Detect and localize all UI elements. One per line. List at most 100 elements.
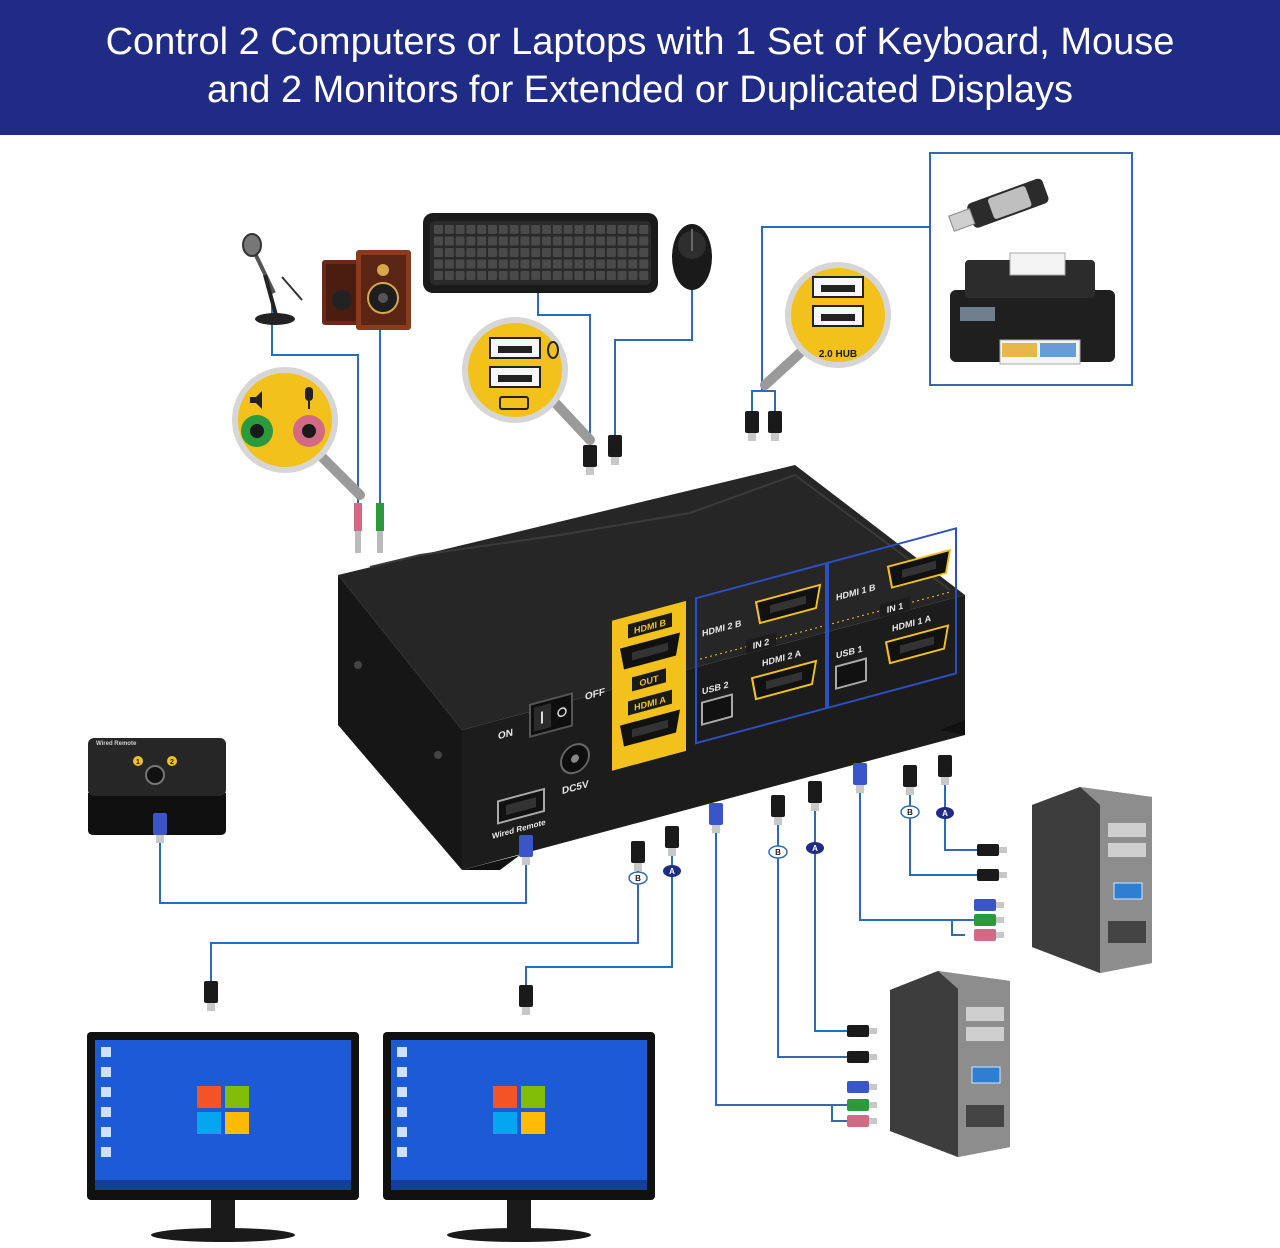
cable-plug	[709, 803, 723, 833]
keyboard-key	[639, 225, 649, 234]
usb-flash-drive-icon	[948, 178, 1049, 232]
keyboard-key	[542, 271, 551, 280]
keyboard-key	[531, 225, 541, 234]
keyboard-key	[552, 248, 562, 257]
cable-plug	[853, 763, 867, 793]
cable-plugs	[153, 411, 1007, 1127]
desktop-icon	[397, 1067, 407, 1077]
keyboard-key	[509, 271, 519, 280]
keyboard-key	[563, 225, 573, 234]
cable-plug	[847, 1025, 877, 1037]
keyboard-key	[574, 259, 584, 269]
keyboard-key	[617, 236, 627, 246]
keyboard-key	[574, 248, 584, 257]
desktop-icon	[397, 1147, 407, 1157]
desktop-icon	[397, 1107, 407, 1117]
keyboard-icon	[423, 213, 658, 293]
keyboard-key	[531, 248, 541, 257]
cable-pc2-usb	[715, 825, 850, 1106]
cable-mouse	[614, 285, 693, 453]
svg-text:B: B	[635, 874, 641, 883]
windows-logo-icon	[197, 1086, 249, 1134]
keyboard-key	[596, 236, 605, 246]
keyboard-key	[466, 248, 476, 257]
cable-plug	[153, 813, 167, 843]
monitor-right	[383, 1032, 655, 1242]
cable-plug	[974, 929, 1004, 941]
keyboard-key	[444, 248, 454, 257]
cable-pc2-hdmi-b	[777, 815, 850, 1058]
keyboard-key	[596, 271, 605, 280]
svg-text:A: A	[669, 867, 675, 876]
cable-pc1-usb	[859, 785, 975, 921]
cable-remote	[159, 835, 527, 904]
cable-pc2-hdmi-a	[814, 800, 850, 1032]
usb2-port[interactable]	[701, 693, 733, 726]
keyboard-key	[639, 236, 649, 246]
keyboard-key	[520, 259, 530, 269]
keyboard-key	[542, 236, 551, 246]
keyboard-key	[596, 248, 605, 257]
monitor-left	[87, 1032, 359, 1242]
keyboard-key	[509, 259, 519, 269]
keyboard-key	[466, 225, 476, 234]
speaker-volume-icon	[250, 391, 262, 409]
keyboard-key	[542, 225, 551, 234]
remote-switch-button[interactable]	[145, 765, 165, 785]
input-1-panel	[827, 527, 957, 710]
usb1-port[interactable]	[835, 657, 867, 690]
kvm-top-face	[338, 465, 965, 730]
cable-plug	[519, 985, 533, 1015]
keyboard-key	[585, 259, 595, 269]
keyboard-key	[488, 248, 497, 257]
keyboard-key	[466, 271, 476, 280]
cable-plug	[847, 1115, 877, 1127]
cable-plug	[977, 869, 1007, 881]
desktop-icon	[101, 1147, 111, 1157]
cable-plug	[768, 411, 782, 441]
keyboard-key	[639, 271, 649, 280]
keyboard-key	[606, 248, 616, 257]
tag-pc1-a: A	[936, 807, 954, 819]
in2-label: IN 2	[753, 637, 770, 651]
keyboard-key	[639, 248, 649, 257]
keyboard-key	[477, 225, 487, 234]
keyboard-key	[488, 236, 497, 246]
hub-devices-frame	[929, 152, 1133, 386]
desktop-icon	[397, 1127, 407, 1137]
keyboard-key	[542, 248, 551, 257]
keyboard-key	[606, 271, 616, 280]
remote-btn-2: 2	[170, 759, 174, 766]
keyboard-key	[488, 271, 497, 280]
svg-text:A: A	[942, 809, 948, 818]
cable-plug	[847, 1051, 877, 1063]
keyboard-key	[477, 236, 487, 246]
keyboard-key	[552, 259, 562, 269]
keyboard-symbol-icon	[499, 396, 529, 410]
input-2-panel	[695, 562, 827, 745]
cable-keyboard	[537, 285, 591, 465]
mouse-icon	[672, 224, 712, 290]
svg-text:B: B	[775, 848, 781, 857]
keyboard-key	[455, 271, 465, 280]
keyboard-key	[552, 271, 562, 280]
kvm-front-face	[462, 595, 965, 870]
keyboard-key	[444, 225, 454, 234]
cable-plug	[974, 899, 1004, 911]
keyboard-key	[628, 259, 638, 269]
cable-plug	[847, 1081, 877, 1093]
switch-off-label: OFF	[585, 687, 605, 703]
pc-tower-1	[1032, 787, 1152, 973]
keyboard-key	[509, 225, 519, 234]
keyboard-key	[628, 271, 638, 280]
keyboard-key	[628, 236, 638, 246]
keyboard-key	[498, 236, 508, 246]
tag-pc2-a: A	[806, 842, 824, 854]
cable-plug	[847, 1099, 877, 1111]
audio-plugs	[354, 503, 384, 553]
in1-label: IN 1	[887, 601, 904, 615]
keyboard-key	[520, 225, 530, 234]
keyboard-key	[585, 225, 595, 234]
keyboard-key	[531, 259, 541, 269]
keyboard-key	[466, 236, 476, 246]
